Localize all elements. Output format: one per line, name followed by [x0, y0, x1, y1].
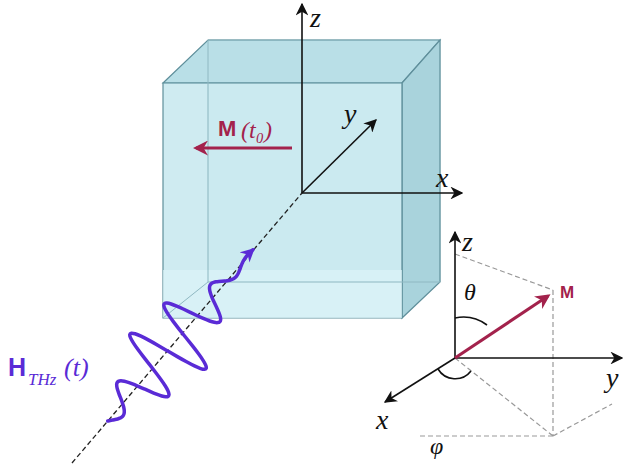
- time-label: (t₀): [241, 118, 272, 142]
- vector-label: M: [560, 284, 574, 301]
- beam-axis: [72, 193, 302, 463]
- thz-pulse: [108, 250, 253, 421]
- angle-label: φ: [430, 434, 443, 458]
- time-label: (t): [64, 355, 89, 381]
- spherical-coordinates: [385, 232, 622, 436]
- field-label: H: [8, 355, 26, 380]
- magnetization-arrow: [196, 147, 292, 150]
- main-axes: [302, 4, 462, 193]
- axis-label: y: [344, 100, 356, 128]
- axis-label: y: [606, 364, 618, 392]
- axis-label: z: [310, 4, 321, 32]
- field-subscript: THz: [28, 371, 56, 388]
- angle-label: θ: [464, 280, 476, 304]
- axis-label: x: [436, 164, 448, 192]
- magnetization-label: M: [218, 118, 236, 140]
- axis-label: x: [376, 406, 388, 434]
- axis-label: z: [462, 228, 473, 256]
